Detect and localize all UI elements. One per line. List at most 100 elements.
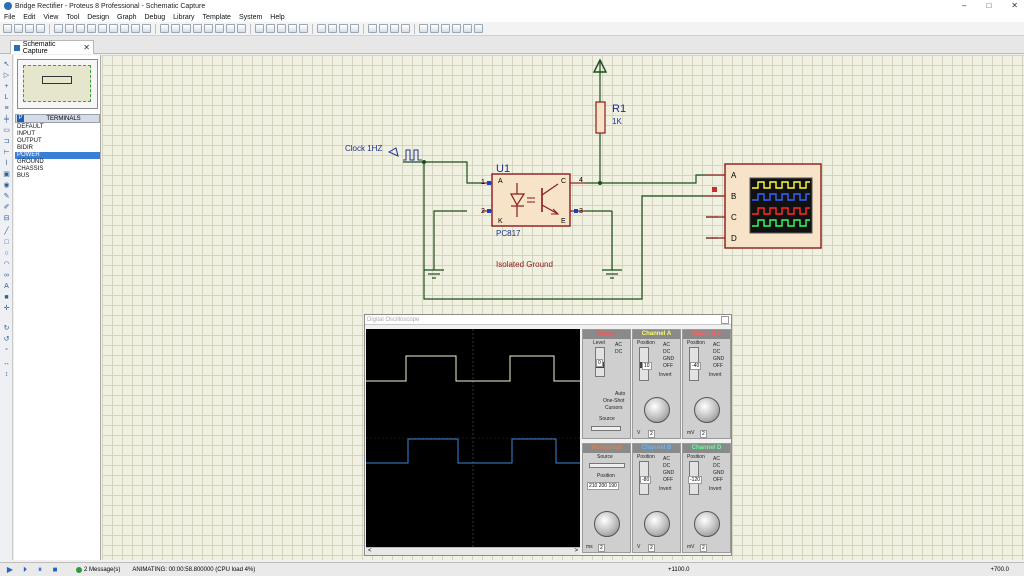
packaging-tool-icon[interactable] [390,24,399,33]
terminal-item-chassis[interactable]: CHASSIS [15,166,100,173]
junction-dot-icon[interactable]: + [2,83,11,91]
block-delete-icon[interactable] [350,24,359,33]
menu-template[interactable]: Template [203,14,231,21]
rotation-angle-icon[interactable]: ° [2,348,11,356]
zoom-out-icon[interactable] [215,24,224,33]
channel-d-gnd[interactable]: GND [713,470,724,476]
remove-sheet-icon[interactable] [463,24,472,33]
menu-debug[interactable]: Debug [145,14,166,21]
channel-c-invert[interactable]: Invert [709,372,722,378]
circle-2d-icon[interactable]: ○ [2,250,11,258]
pick-device-icon[interactable] [368,24,377,33]
help-icon[interactable] [142,24,151,33]
menu-library[interactable]: Library [173,14,194,21]
close-window-button[interactable]: ✕ [1011,0,1018,12]
new-file-icon[interactable] [3,24,12,33]
stop-icon[interactable]: ■ [50,565,60,575]
one-shot-label[interactable]: One-Shot [603,398,624,404]
graph-mode-icon[interactable]: ⌇ [2,160,11,168]
channel-c-off[interactable]: OFF [713,363,723,369]
current-probe-icon[interactable]: ✐ [2,204,11,212]
block-rotate-icon[interactable] [339,24,348,33]
menu-design[interactable]: Design [87,14,109,21]
redo-icon[interactable] [266,24,275,33]
mirror-x-icon[interactable]: ↔ [2,360,11,368]
oscilloscope-screen[interactable] [366,329,580,547]
scroll-left-icon[interactable]: < [368,548,372,554]
channel-a-scale-knob[interactable] [644,397,670,423]
cut-icon[interactable] [277,24,286,33]
buses-icon[interactable]: ╪ [2,116,11,124]
terminal-item-default[interactable]: DEFAULT [15,124,100,131]
arc-2d-icon[interactable]: ◠ [2,261,11,269]
oscilloscope-scrollbar[interactable]: < > [366,547,580,555]
terminals-mode-icon[interactable]: ⊐ [2,138,11,146]
project-notes-icon[interactable] [131,24,140,33]
mirror-y-icon[interactable]: ↕ [2,371,11,379]
menu-tool[interactable]: Tool [66,14,79,21]
clock-generator[interactable]: Clock 1HZ [345,144,422,160]
marker-2d-icon[interactable]: ✛ [2,305,11,313]
channel-a-dc[interactable]: DC [663,349,670,355]
terminal-item-input[interactable]: INPUT [15,131,100,138]
component-mode-icon[interactable]: ▷ [2,72,11,80]
horizontal-timebase-knob[interactable] [594,511,620,537]
channel-d-ac[interactable]: AC [713,456,720,462]
symbol-2d-icon[interactable]: ■ [2,294,11,302]
pin-mode-icon[interactable]: ⊢ [2,149,11,157]
rotate-anticlockwise-icon[interactable]: ↺ [2,336,11,344]
digital-oscilloscope-window[interactable]: Digital Oscilloscope < > Trigger Level 0… [364,314,732,556]
text-script-icon[interactable]: ≡ [2,105,11,113]
copy-icon[interactable] [288,24,297,33]
pick-devices-button[interactable]: P [17,115,24,122]
oscilloscope-instrument[interactable]: A B C D [706,164,821,248]
pcb-icon[interactable] [76,24,85,33]
channel-c-ac[interactable]: AC [713,342,720,348]
subcircuit-icon[interactable]: ▭ [2,127,11,135]
minimize-button[interactable]: – [962,0,966,12]
rotate-clockwise-icon[interactable]: ↻ [2,325,11,333]
channel-b-invert[interactable]: Invert [659,486,672,492]
scroll-right-icon[interactable]: > [574,548,578,554]
maximize-button[interactable]: □ [986,0,991,12]
terminal-item-bus[interactable]: BUS [15,173,100,180]
open-file-icon[interactable] [14,24,23,33]
channel-d-dc[interactable]: DC [713,463,720,469]
save-file-icon[interactable] [25,24,34,33]
search-icon[interactable] [430,24,439,33]
block-copy-icon[interactable] [317,24,326,33]
terminal-item-output[interactable]: OUTPUT [15,138,100,145]
3d-view-icon[interactable] [98,24,107,33]
play-icon[interactable]: ▶ [5,565,15,575]
voltage-probe-icon[interactable]: ✎ [2,193,11,201]
bom-icon[interactable] [109,24,118,33]
terminal-item-ground[interactable]: GROUND [15,159,100,166]
channel-a-gnd[interactable]: GND [663,356,674,362]
horizontal-source-selector[interactable] [589,463,625,468]
zoom-all-icon[interactable] [226,24,235,33]
grid-icon[interactable] [171,24,180,33]
paste-icon[interactable] [299,24,308,33]
power-terminal[interactable] [594,60,606,72]
tab-close-icon[interactable]: ✕ [83,43,90,52]
overview-window[interactable] [17,59,98,109]
oscilloscope-close-icon[interactable] [721,316,729,324]
decompose-icon[interactable] [401,24,410,33]
virtual-instruments-icon[interactable]: ⊟ [2,215,11,223]
zoom-in-icon[interactable] [204,24,213,33]
channel-b-scale-knob[interactable] [644,511,670,537]
tape-recorder-icon[interactable]: ▣ [2,171,11,179]
channel-d-scale-knob[interactable] [694,511,720,537]
menu-help[interactable]: Help [270,14,284,21]
schematic-icon[interactable] [65,24,74,33]
ground-symbol[interactable] [602,270,622,278]
channel-b-gnd[interactable]: GND [663,470,674,476]
channel-a-off[interactable]: OFF [663,363,673,369]
terminal-item-bidir[interactable]: BIDIR [15,145,100,152]
wire-autorouter-icon[interactable] [419,24,428,33]
terminal-item-power[interactable]: POWER [15,152,100,159]
trigger-source-selector[interactable] [591,426,621,431]
property-tool-icon[interactable] [441,24,450,33]
resistor-r1[interactable]: R1 1K [596,102,626,133]
save-all-icon[interactable] [36,24,45,33]
